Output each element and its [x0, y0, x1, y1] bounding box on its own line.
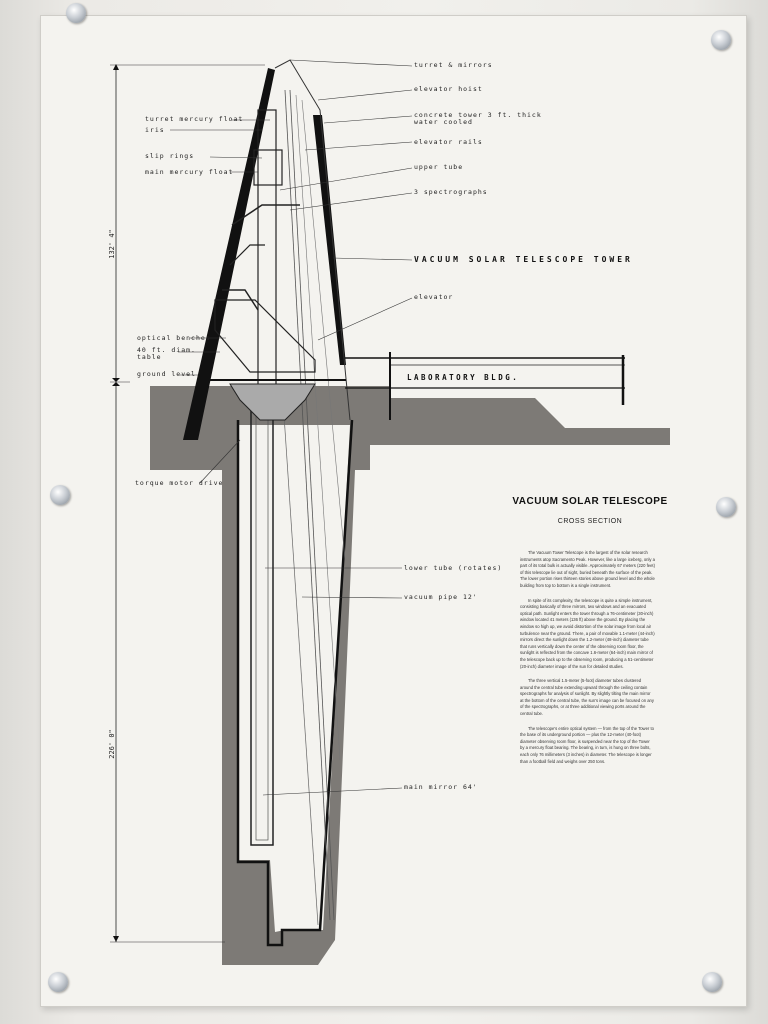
tower-right-wall [313, 115, 346, 365]
description-paragraph: The telescope's entire optical system — … [520, 725, 654, 764]
dimension-below-ground: 226' 0" [107, 729, 116, 759]
label-slip-rings: slip rings [145, 152, 195, 160]
label-laboratory: LABORATORY BLDG. [407, 373, 520, 382]
description-paragraph: In spite of its complexity, the telescop… [520, 597, 655, 669]
label-vacuum-pipe: vacuum pipe 12' [404, 593, 478, 601]
bolt-icon [48, 972, 68, 992]
tower-left-wall [183, 68, 275, 440]
label-tower-title: VACUUM SOLAR TELESCOPE TOWER [414, 255, 633, 264]
bolt-icon [711, 30, 731, 50]
description-text: The Vacuum Tower Telescope is the larges… [520, 550, 655, 773]
label-iris: iris [145, 126, 165, 134]
bolt-icon [702, 972, 722, 992]
panel-subtitle: CROSS SECTION [557, 518, 623, 525]
plaque-panel [40, 15, 747, 1007]
bolt-icon [66, 3, 86, 23]
label-lower-tube: lower tube (rotates) [404, 564, 503, 572]
label-concrete-tower: concrete tower 3 ft. thick [414, 111, 542, 119]
shaft-void [238, 425, 350, 932]
label-water-cooled: water cooled [414, 118, 473, 126]
label-upper-tube: upper tube [414, 163, 464, 171]
label-spectrographs: 3 spectrographs [414, 188, 488, 196]
label-ground-level: ground level [137, 370, 196, 378]
panel-title: VACUUM SOLAR TELESCOPE [512, 496, 668, 507]
label-elevator-hoist: elevator hoist [414, 85, 483, 93]
shaft-outline [236, 419, 354, 947]
label-turret-mercury-float: turret mercury float [145, 115, 244, 123]
description-paragraph: The Vacuum Tower Telescope is the larges… [520, 550, 655, 588]
label-optical-benches: optical benches [137, 334, 211, 342]
description-paragraph: The three vertical 1.5-meter (5-foot) di… [520, 678, 654, 717]
label-elevator: elevator [414, 293, 454, 301]
dimension-above-ground: 132' 4" [107, 229, 116, 259]
upper-tube [257, 109, 277, 401]
label-table: table [137, 353, 162, 361]
bolt-icon [716, 497, 736, 517]
bolt-icon [50, 485, 70, 505]
label-main-mirror: main mirror 64' [404, 783, 478, 791]
label-elevator-rails: elevator rails [414, 138, 483, 146]
label-40ft-table: 40 ft. diam. [137, 346, 196, 354]
label-turret-mirrors: turret & mirrors [414, 61, 493, 69]
label-main-mercury-float: main mercury float [145, 168, 234, 176]
label-torque-motor-drive: torque motor drive [135, 479, 224, 487]
